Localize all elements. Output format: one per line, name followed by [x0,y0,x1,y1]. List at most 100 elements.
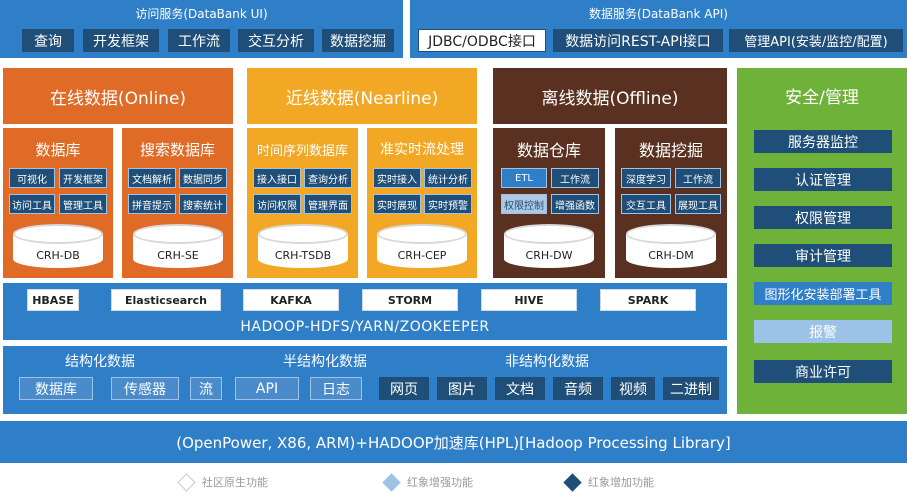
access-api-panel: 数据服务(DataBank API) JDBC/ODBC接口 数据访问REST-… [410,0,907,58]
security-item-permission: 权限管理 [754,206,892,229]
nearline-stream-cylinder-label: CRH-CEP [397,249,447,262]
online-search-tag-3: 拼音提示 [128,194,176,214]
offline-title: 离线数据(Offline) [541,88,679,109]
hadoop-hbase: HBASE [27,289,79,311]
online-db-tag-3: 访问工具 [9,194,55,214]
offline-dw-title: 数据仓库 [516,141,581,160]
security-item-monitor: 服务器监控 [754,130,892,153]
nearline-ts-panel: 时间序列数据库 接入接口 查询分析 访问权限 管理界面 CRH-TSDB [247,128,358,278]
sources-log: 日志 [310,377,362,400]
hadoop-elasticsearch: Elasticsearch [111,289,221,311]
sources-semi-title: 半结构化数据 [283,354,367,370]
nearline-title: 近线数据(Nearline) [285,88,439,109]
offline-dw-tag-2: 工作流 [551,168,599,188]
nearline-stream-title: 准实时流处理 [380,142,464,158]
access-ui-item-devframe: 开发框架 [83,29,159,52]
nearline-stream-tag-1: 实时接入 [373,168,421,188]
legend-enhanced-label: 红象增强功能 [407,476,473,489]
sources-document: 文档 [495,377,545,400]
offline-dm-panel: 数据挖掘 深度学习 工作流 交互工具 展现工具 CRH-DM [615,128,727,278]
offline-dm-tag-4: 展现工具 [675,194,721,214]
offline-header: 离线数据(Offline) [493,68,727,124]
legend-native-icon [177,473,196,492]
nearline-stream-panel: 准实时流处理 实时接入 统计分析 实时展现 实时预警 CRH-CEP [367,128,477,278]
online-search-tag-1: 文档解析 [128,168,176,188]
offline-dw-panel: 数据仓库 ETL 工作流 权限控制 增强函数 CRH-DW [493,128,605,278]
online-db-cylinder: CRH-DB [13,224,103,268]
legend-native-label: 社区原生功能 [202,476,268,489]
hadoop-base-label: HADOOP-HDFS/YARN/ZOOKEEPER [240,319,490,335]
hadoop-kafka: KAFKA [243,289,339,311]
security-panel: 安全/管理 服务器监控 认证管理 权限管理 审计管理 图形化安装部署工具 报警 … [737,68,907,414]
security-item-installer: 图形化安装部署工具 [754,282,892,305]
access-ui-item-interactive: 交互分析 [238,29,314,52]
online-search-cylinder: CRH-SE [133,224,223,268]
legend: 社区原生功能 红象增强功能 红象增加功能 [0,470,907,495]
offline-dm-cylinder: CRH-DM [626,224,716,268]
platform-label: (OpenPower, X86, ARM)+HADOOP加速库(HPL)[Had… [176,433,731,452]
nearline-stream-tag-2: 统计分析 [424,168,472,188]
sources-layer: 结构化数据 半结构化数据 非结构化数据 数据库 传感器 流 API 日志 网页 … [3,346,727,414]
offline-dm-tag-2: 工作流 [675,168,721,188]
sources-audio: 音频 [553,377,603,400]
sources-stream: 流 [190,377,222,400]
sources-image: 图片 [437,377,487,400]
access-api-item-jdbc: JDBC/ODBC接口 [418,29,546,52]
security-item-auth: 认证管理 [754,168,892,191]
nearline-ts-cylinder-label: CRH-TSDB [274,249,332,262]
nearline-ts-tag-3: 访问权限 [253,194,301,214]
sources-video: 视频 [611,377,655,400]
online-search-cylinder-label: CRH-SE [157,249,199,262]
nearline-stream-cylinder: CRH-CEP [377,224,467,268]
offline-dw-cylinder: CRH-DW [504,224,594,268]
nearline-stream-tag-4: 实时预警 [424,194,472,214]
online-search-tag-2: 数据同步 [179,168,227,188]
offline-dm-cylinder-label: CRH-DM [648,249,694,262]
sources-structured-title: 结构化数据 [65,354,135,370]
sources-sensor: 传感器 [111,377,179,400]
offline-dw-tag-1: ETL [501,168,547,188]
security-item-alarm: 报警 [754,320,892,343]
access-ui-item-query: 查询 [22,29,74,52]
nearline-ts-tag-4: 管理界面 [304,194,352,214]
nearline-ts-tag-2: 查询分析 [304,168,352,188]
offline-dm-tag-3: 交互工具 [621,194,671,214]
online-search-tag-4: 搜索统计 [179,194,227,214]
access-ui-item-workflow: 工作流 [168,29,230,52]
hadoop-hive: HIVE [481,289,577,311]
legend-added-label: 红象增加功能 [588,476,654,489]
online-header: 在线数据(Online) [3,68,233,124]
security-item-audit: 审计管理 [754,244,892,267]
nearline-ts-cylinder: CRH-TSDB [258,224,348,268]
online-db-cylinder-label: CRH-DB [36,249,80,262]
offline-dm-tag-1: 深度学习 [621,168,671,188]
nearline-header: 近线数据(Nearline) [247,68,477,124]
access-api-item-manage: 管理API(安装/监控/配置) [729,29,903,52]
sources-binary: 二进制 [663,377,719,400]
online-db-tag-2: 开发框架 [59,168,107,188]
offline-dm-title: 数据挖掘 [638,141,703,160]
access-ui-title: 访问服务(DataBank UI) [135,6,268,21]
hadoop-storm: STORM [362,289,458,311]
online-db-title: 数据库 [35,140,81,159]
online-db-tag-4: 管理工具 [59,194,107,214]
access-ui-item-mining: 数据挖掘 [322,29,394,52]
platform-layer: (OpenPower, X86, ARM)+HADOOP加速库(HPL)[Had… [0,421,907,463]
nearline-ts-tag-1: 接入接口 [253,168,301,188]
legend-enhanced-icon [382,473,401,492]
online-title: 在线数据(Online) [49,88,187,109]
hadoop-layer: HBASE Elasticsearch KAFKA STORM HIVE SPA… [3,283,727,340]
sources-unstructured-title: 非结构化数据 [505,354,589,370]
sources-webpage: 网页 [379,377,429,400]
sources-api: API [235,377,299,400]
hadoop-spark: SPARK [600,289,696,311]
access-api-title: 数据服务(DataBank API) [589,6,728,21]
access-api-item-rest: 数据访问REST-API接口 [553,29,723,52]
security-title: 安全/管理 [785,87,859,108]
online-search-panel: 搜索数据库 文档解析 数据同步 拼音提示 搜索统计 CRH-SE [122,128,233,278]
offline-dw-cylinder-label: CRH-DW [525,249,573,262]
offline-dw-tag-4: 增强函数 [551,194,599,214]
online-db-tag-1: 可视化 [9,168,55,188]
legend-added-icon [563,473,582,492]
sources-database: 数据库 [19,377,93,400]
